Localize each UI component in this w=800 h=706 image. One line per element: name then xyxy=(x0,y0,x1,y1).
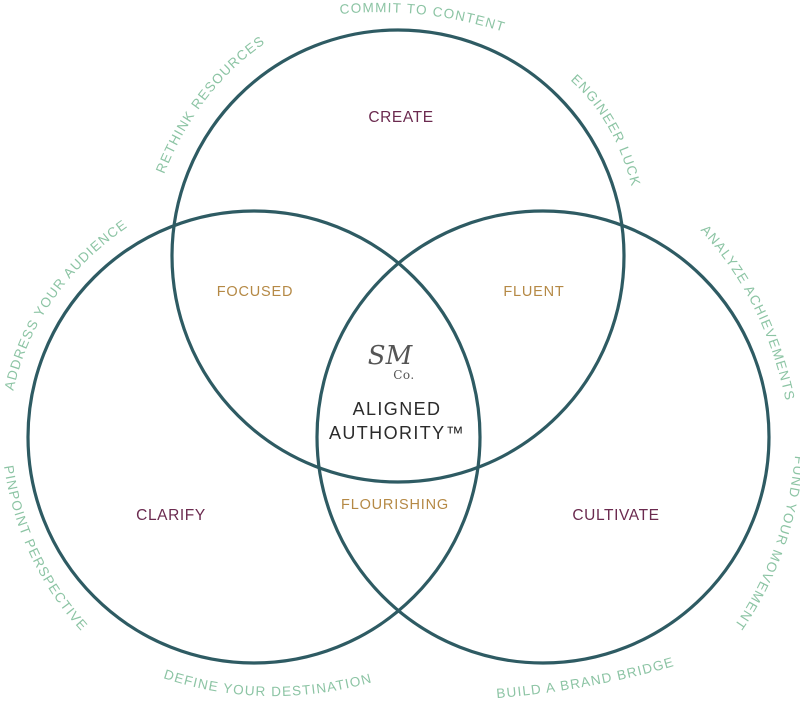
label-focused: FOCUSED xyxy=(217,284,294,300)
label-flourishing: FLOURISHING xyxy=(341,497,449,513)
outer-label-commit-to-content: COMMIT TO CONTENT xyxy=(339,0,507,35)
outer-label-analyze-achievements: ANALYZE ACHIEVEMENTS xyxy=(698,222,798,402)
label-fluent: FLUENT xyxy=(503,284,564,300)
outer-label-define-your-destination: DEFINE YOUR DESTINATION xyxy=(162,667,374,700)
outer-label-pinpoint-perspective: PINPOINT PERSPECTIVE xyxy=(1,464,91,634)
logo-monogram: SM xyxy=(368,341,414,371)
outer-label-commit-to-content-text: COMMIT TO CONTENT xyxy=(339,0,506,35)
circle-cultivate xyxy=(315,209,771,665)
label-create: CREATE xyxy=(368,109,433,126)
outer-label-rethink-resources-text: RETHINK RESOURCES xyxy=(153,33,267,176)
outer-label-address-your-audience: ADDRESS YOUR AUDIENCE xyxy=(2,216,131,391)
label-clarify: CLARIFY xyxy=(136,507,206,524)
outer-label-rethink-resources: RETHINK RESOURCES xyxy=(153,33,268,176)
outer-label-pinpoint-perspective-text: PINPOINT PERSPECTIVE xyxy=(1,464,90,634)
outer-label-define-your-destination-text: DEFINE YOUR DESTINATION xyxy=(162,667,372,700)
label-cultivate: CULTIVATE xyxy=(572,507,659,524)
circle-clarify xyxy=(26,209,482,665)
center-title-line1: ALIGNED xyxy=(353,399,442,419)
circle-create xyxy=(170,28,626,484)
center-title-line2: AUTHORITY™ xyxy=(329,423,465,443)
logo-co: Co. xyxy=(393,368,415,382)
outer-label-analyze-achievements-text: ANALYZE ACHIEVEMENTS xyxy=(698,222,796,402)
outer-label-address-your-audience-text: ADDRESS YOUR AUDIENCE xyxy=(2,216,129,391)
